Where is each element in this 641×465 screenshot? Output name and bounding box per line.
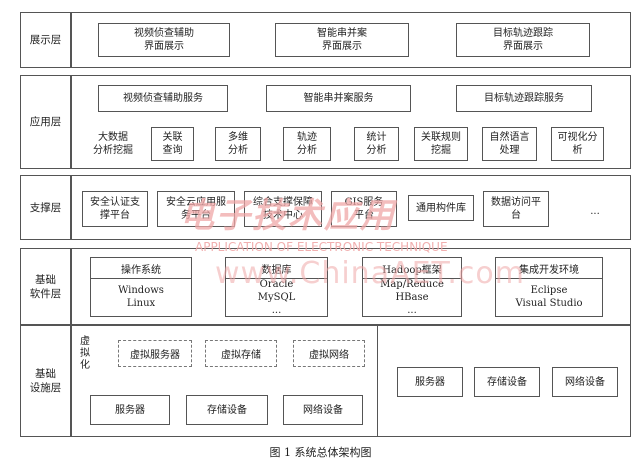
module-statistics: 统计 分析 [354,127,399,161]
virtualization-label: 虚 拟 化 [80,336,90,371]
basic-software-layer-panel [71,248,631,325]
layer-label-basic-software: 基础 软件层 [20,248,71,325]
module-nlp: 自然语言 处理 [482,127,537,161]
physical-network-left: 网络设备 [283,395,363,425]
support-data-access: 数据访问平 台 [483,191,549,227]
layer-label-infrastructure: 基础 设施层 [20,325,71,437]
module-trajectory: 轨迹 分析 [283,127,331,161]
software-group-hadoop-body: Map/Reduce HBase ... [380,278,444,316]
infrastructure-virtual-panel [71,325,378,437]
support-center: 综合支撑保障 技术中心 [244,191,322,227]
physical-storage-left: 存储设备 [186,395,268,425]
software-group-ide: 集成开发环境 Eclipse Visual Studio [495,257,603,317]
physical-server-left: 服务器 [90,395,170,425]
presentation-item-video: 视频侦查辅助 界面展示 [98,23,230,57]
figure-caption: 图 1 系统总体架构图 [269,446,372,459]
support-components: 通用构件库 [408,195,474,221]
software-group-os: 操作系统 Windows Linux [90,257,192,317]
physical-network-right: 网络设备 [552,367,618,397]
module-multidim: 多维 分析 [215,127,261,161]
software-group-hadoop-title: Hadoop框架 [363,258,461,279]
software-group-ide-title: 集成开发环境 [496,258,602,279]
virtual-network: 虚拟网络 [293,340,365,367]
layer-label-presentation: 展示层 [20,12,71,68]
service-track: 目标轨迹跟踪服务 [456,85,592,112]
module-bigdata: 大数据 分析挖掘 [93,132,133,156]
module-rule-mining: 关联规则 挖掘 [414,127,468,161]
virtual-server: 虚拟服务器 [118,340,192,367]
software-group-os-body: Windows Linux [118,285,164,309]
support-auth: 安全认证支 撑平台 [82,191,148,227]
presentation-item-case: 智能串并案 界面展示 [275,23,409,57]
virtual-storage: 虚拟存储 [205,340,277,367]
software-group-db-title: 数据库 [226,258,327,279]
layer-label-support: 支撑层 [20,175,71,240]
support-gis: GIS服务 平台 [331,191,397,227]
application-layer-panel [71,75,631,169]
physical-server-right: 服务器 [397,367,463,397]
presentation-layer-panel [71,12,631,68]
module-relation-query: 关联 查询 [151,127,194,161]
software-group-hadoop: Hadoop框架 Map/Reduce HBase ... [362,257,462,317]
layer-label-application: 应用层 [20,75,71,169]
physical-storage-right: 存储设备 [474,367,540,397]
service-case: 智能串并案服务 [266,85,411,112]
support-more: ... [590,205,600,217]
software-group-ide-body: Eclipse Visual Studio [515,285,583,309]
service-video: 视频侦查辅助服务 [98,85,228,112]
module-visual: 可视化分 析 [551,127,604,161]
presentation-item-track: 目标轨迹跟踪 界面展示 [456,23,590,57]
software-group-db: 数据库 Oracle MySQL ... [225,257,328,317]
software-group-os-title: 操作系统 [91,258,191,279]
software-group-db-body: Oracle MySQL ... [257,278,296,316]
support-layer-panel [71,175,631,240]
support-cloud: 安全云应用服 务平台 [157,191,235,227]
